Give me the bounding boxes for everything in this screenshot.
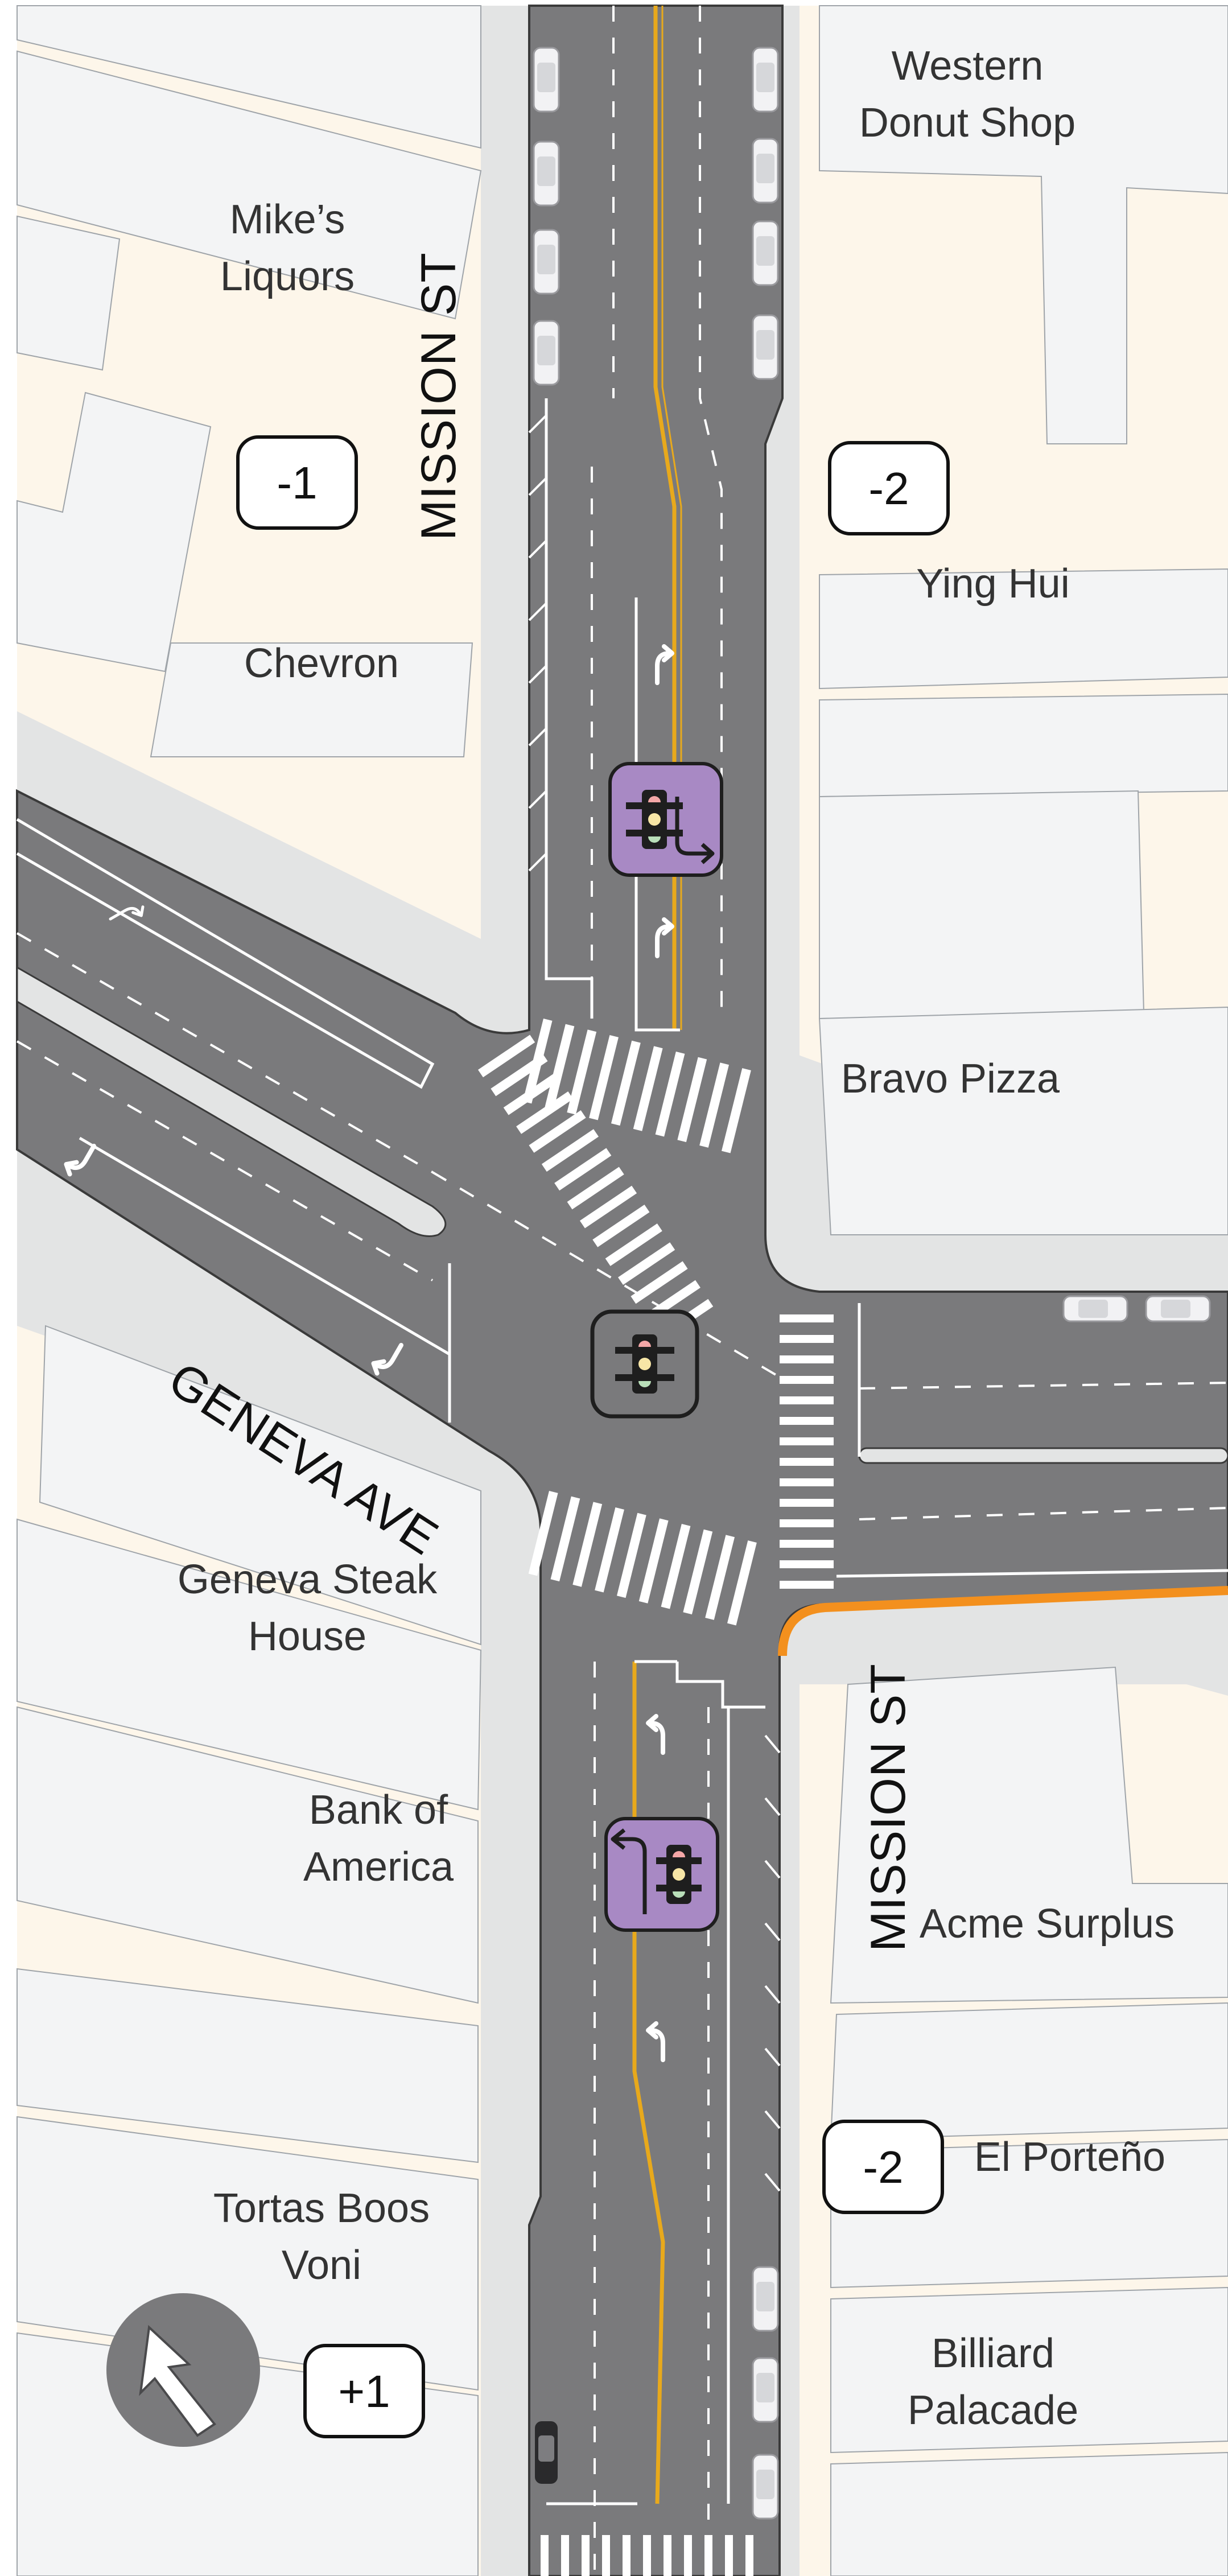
roads xyxy=(16,5,1228,2576)
parking-badge-ne: -2 xyxy=(828,441,950,535)
street-label-mission-north: MISSION ST xyxy=(411,252,466,541)
parked-cars xyxy=(533,47,1211,2520)
parking-badge-ne-value: -2 xyxy=(868,463,909,514)
business-mikes-liquors-line1: Mike’s xyxy=(230,197,345,242)
parking-badge-nw: -1 xyxy=(236,435,358,530)
parking-badge-sw: +1 xyxy=(303,2344,425,2438)
left-turn-signal-icon xyxy=(608,762,723,877)
business-tortas-line2: Voni xyxy=(282,2243,361,2288)
traffic-signal-icon xyxy=(590,1309,699,1419)
parking-badge-nw-value: -1 xyxy=(277,458,317,508)
street-label-mission-south: MISSION ST xyxy=(861,1663,916,1952)
business-mikes-liquors-line2: Liquors xyxy=(220,254,355,299)
business-bravo-pizza: Bravo Pizza xyxy=(841,1056,1060,1102)
business-billiard-line1: Billiard xyxy=(932,2331,1054,2376)
north-arrow-icon xyxy=(106,2293,260,2447)
medians xyxy=(16,966,1228,1464)
parking-badge-se: -2 xyxy=(822,2120,944,2214)
business-ying-hui: Ying Hui xyxy=(916,561,1069,607)
business-el-porteno: El Porteño xyxy=(974,2134,1165,2180)
business-acme-surplus: Acme Surplus xyxy=(920,1901,1175,1947)
left-turn-signal-icon-south xyxy=(604,1817,719,1932)
business-geneva-steak-line2: House xyxy=(248,1614,366,1659)
parking-badge-sw-value: +1 xyxy=(338,2366,390,2417)
parking-badge-se-value: -2 xyxy=(863,2142,903,2192)
business-chevron: Chevron xyxy=(244,641,399,686)
business-bank-of-america-line1: Bank of xyxy=(309,1787,448,1833)
turn-arrows xyxy=(64,644,674,2062)
business-western-donut-line1: Western xyxy=(892,43,1044,89)
business-bank-of-america-line2: America xyxy=(303,1844,454,1890)
buildings xyxy=(17,5,1228,2576)
business-tortas-line1: Tortas Boos xyxy=(213,2186,430,2231)
crosswalks xyxy=(478,1019,834,2576)
business-billiard-line2: Palacade xyxy=(908,2388,1078,2433)
highlight-curb xyxy=(778,1586,1228,1656)
business-geneva-steak-line1: Geneva Steak xyxy=(178,1557,438,1602)
business-western-donut-line2: Donut Shop xyxy=(859,100,1075,146)
business-labels: Western Donut Shop Mike’s Liquors Chevro… xyxy=(178,43,1175,2433)
